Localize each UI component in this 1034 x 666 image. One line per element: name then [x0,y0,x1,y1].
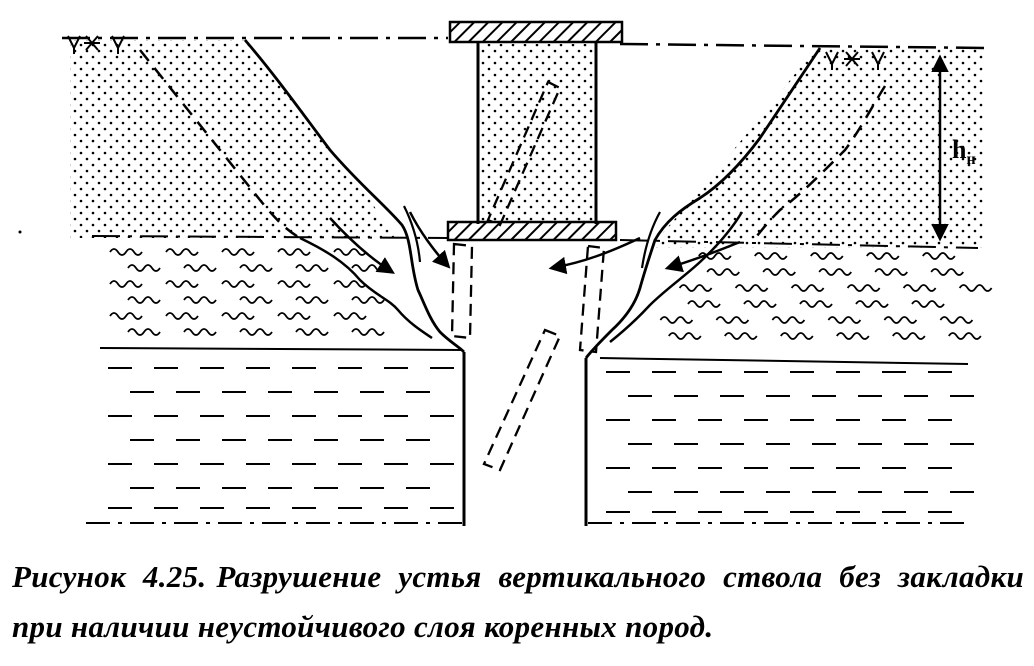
shaft-mouth-failure-diagram: hн [18,20,993,526]
stray-dot [18,230,22,234]
caption-label: Рисунок 4.25. [12,559,207,594]
top-slab-hatched [448,20,624,44]
crater-outline-left [243,39,465,354]
collar-plug-dotted [478,44,596,222]
lower-slab-hatched [446,220,618,242]
left-soil-dotted [70,40,395,238]
original-slope-right-dashed [751,85,887,243]
unstable-layer-wavy [109,248,993,340]
right-soil-dotted [650,48,985,248]
caption-text: Разрушение устья вертикального ствола бе… [12,559,1025,644]
flow-arrow-left-1 [329,217,395,274]
vegetation-symbol-left [67,35,125,54]
displaced-lining-upper [486,80,562,227]
crack-left [299,236,433,340]
vegetation-symbol-right [825,51,885,70]
crack-right [609,211,744,343]
displaced-lining-right [578,244,606,354]
crack-right-inner [640,211,661,269]
crater-outline-right [584,47,822,359]
figure-caption: Рисунок 4.25.Разрушение устья вертикальн… [12,552,1024,652]
flow-arrow-right-2 [664,240,741,273]
dimension-label-hn: hн [952,135,976,168]
soil-interface-line [91,235,979,249]
bedrock-top-left [99,347,463,351]
ground-surface-line [62,36,989,50]
original-slope-left-dashed [139,49,301,240]
crack-left-inner [403,205,422,263]
bedrock-dashes [108,367,974,513]
displaced-lining-lower [482,328,562,472]
flow-arrow-left-2 [408,211,451,269]
bedrock-top-right [599,357,969,365]
displaced-lining-left [450,242,474,340]
flow-arrow-right-1 [548,236,641,275]
